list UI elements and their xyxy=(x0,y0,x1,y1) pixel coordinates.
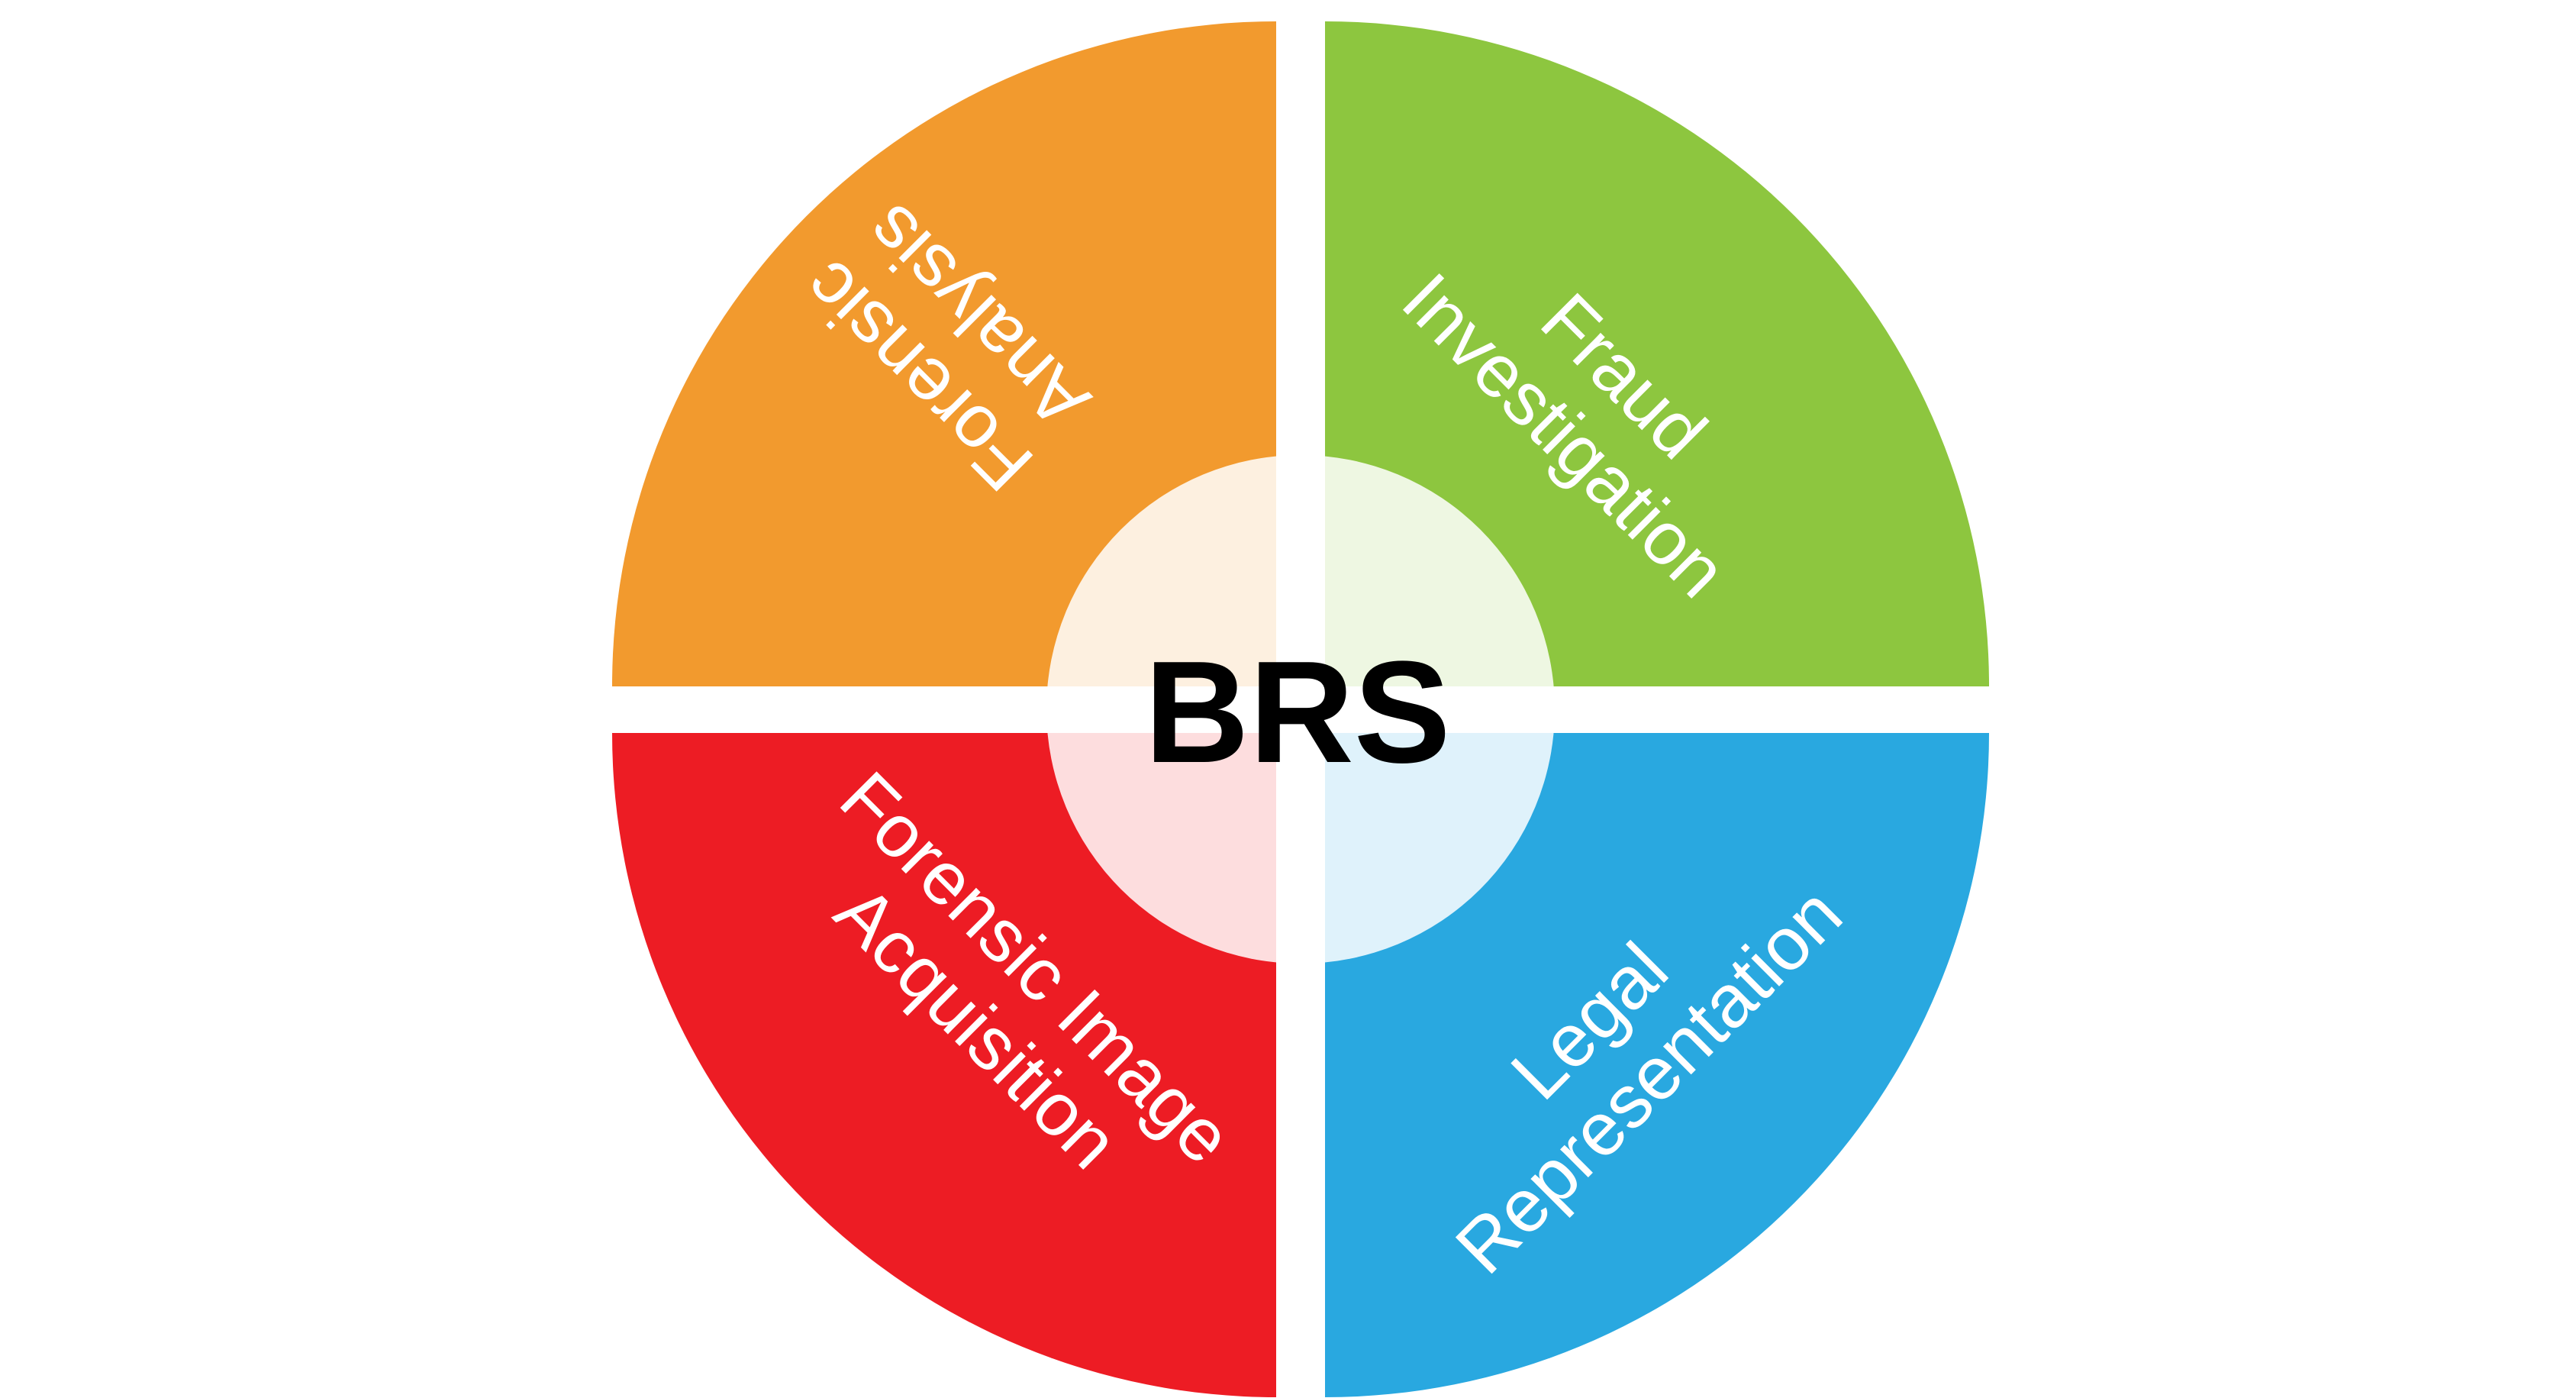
center-label: BRS xyxy=(1144,631,1450,793)
quadrant-top-left-wedge xyxy=(611,21,1276,686)
quadrant-top-right-wedge xyxy=(1325,21,1990,686)
center-hub xyxy=(1046,455,1555,964)
quadrant-bottom-left-wedge xyxy=(612,733,1276,1397)
quadrant-bottom-right-wedge xyxy=(1325,733,1989,1397)
